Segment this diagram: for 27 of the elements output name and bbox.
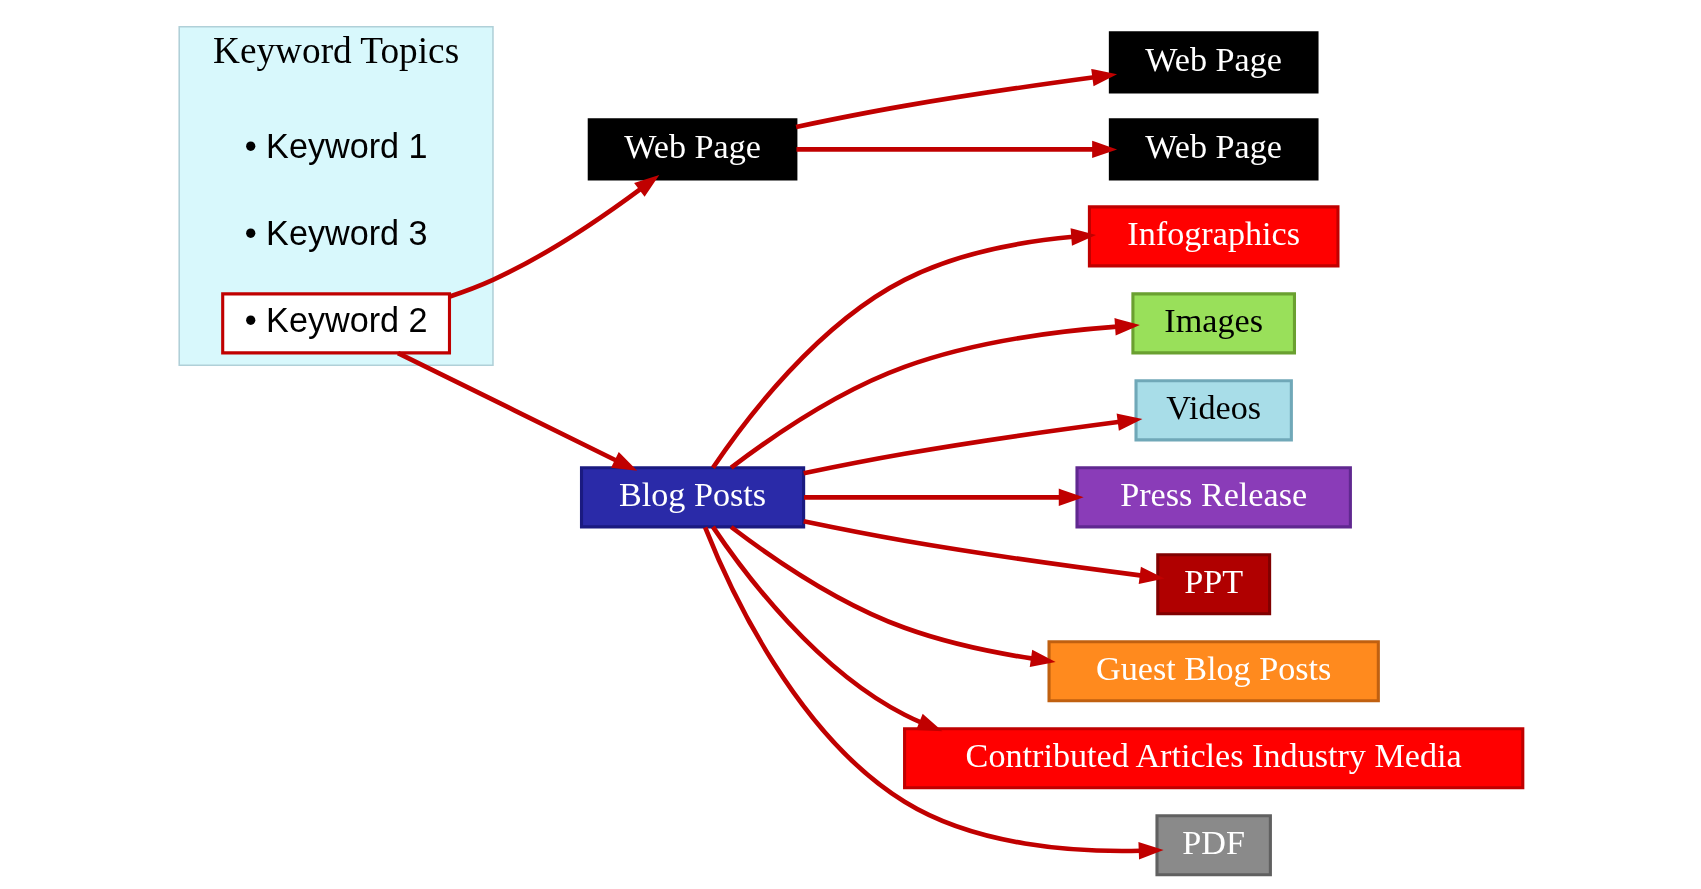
arrow [729, 318, 1140, 470]
node-box: Web Page [1108, 118, 1319, 181]
arrow [702, 526, 1164, 860]
label: • Keyword 3 [244, 214, 428, 253]
arrow [795, 68, 1117, 130]
node-box: Web Page [587, 118, 797, 181]
node-box: Blog Posts [579, 466, 805, 529]
node-box: PPT [1155, 553, 1271, 616]
arrow [803, 488, 1084, 507]
arrow [710, 228, 1096, 470]
node-box: Infographics [1087, 205, 1339, 268]
arrow [710, 525, 942, 732]
label: • Keyword 1 [244, 127, 428, 166]
node-box: Press Release [1074, 466, 1352, 529]
arrow [396, 350, 637, 471]
arrow [802, 413, 1142, 476]
node-box: Guest Blog Posts [1047, 640, 1380, 703]
arrow [448, 174, 659, 299]
node-box: Contributed Articles Industry Media [902, 727, 1524, 790]
node-box: Videos [1133, 379, 1293, 442]
arrow [729, 525, 1056, 667]
node-box: • Keyword 2 [220, 292, 451, 355]
arrow [802, 519, 1164, 585]
node-box: PDF [1154, 814, 1272, 877]
node-box: Web Page [1108, 31, 1319, 94]
arrow [795, 140, 1117, 159]
node-box: Images [1130, 292, 1296, 355]
